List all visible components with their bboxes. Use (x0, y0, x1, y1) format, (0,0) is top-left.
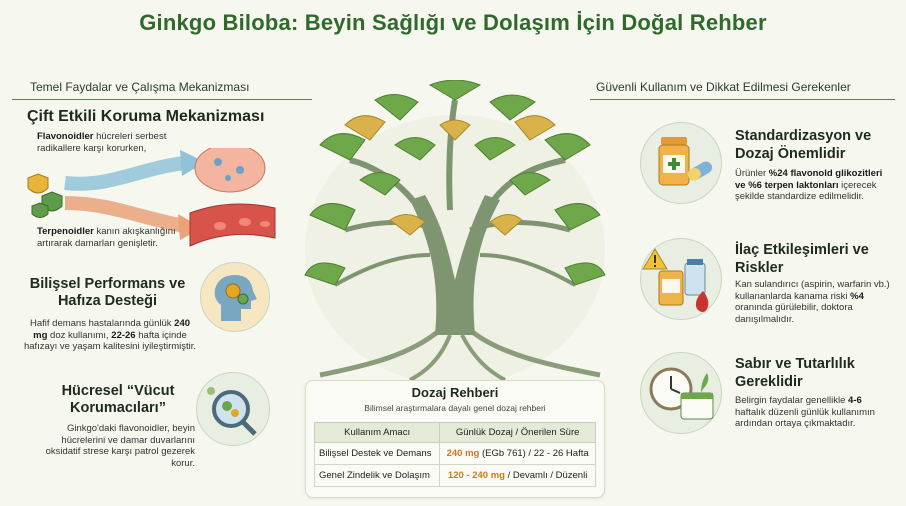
terpenoid-term: Terpenoidler (37, 226, 94, 237)
cognitive-line1-bold: 240 (174, 318, 191, 329)
row-dose-amount: 120 - 240 mg (447, 470, 505, 481)
column-header-purpose: Kullanım Amacı (313, 422, 441, 443)
standardization-line1: Ürünler (735, 168, 769, 179)
standardization-line2-rest: içerecek (838, 179, 877, 191)
interactions-line1: Kan sulandırıcı (aspirin, warfarin vb.) (735, 279, 890, 290)
guards-text: Ginkgo'daki flavonoidler, beyin hücreler… (20, 423, 195, 469)
patience-heading-line2: Gereklidir (735, 374, 803, 390)
dual-mechanism-text2: Terpenoidler kanın akışkanlığını artırar… (37, 226, 187, 249)
guards-line2: hücrelerini ve damar duvarlarını (61, 434, 195, 446)
standardization-text: Ürünler %24 flavonold glikozitleri ve %6… (735, 168, 900, 203)
guards-line3: oksidatif strese karşı patrol gezerek (45, 446, 195, 457)
dual-mechanism-illustration (27, 148, 276, 247)
dual-text2-rest: kanın akışkanlığını (93, 226, 176, 237)
row-dose: 120 - 240 mg / Devamlı / Düzenli (439, 464, 596, 487)
medicine-bottle-icon (640, 122, 722, 204)
table-header-row: Kullanım Amacı Günlük Dozaj / Önerilen S… (313, 422, 596, 443)
dosage-guide-subtitle: Bilimsel araştırmalara dayalı genel doza… (364, 403, 546, 413)
page-title: Ginkgo Biloba: Beyin Sağlığı ve Dolaşım … (139, 10, 767, 35)
interactions-heading-line1: İlaç Etkileşimleri ve (735, 242, 869, 258)
dosage-table: Kullanım Amacı Günlük Dozaj / Önerilen S… (313, 422, 596, 487)
guards-line4: korur. (171, 457, 195, 469)
row-dose-rest: (EGb 761) / 22 - 26 Hafta (479, 448, 589, 459)
patience-heading: Sabır ve Tutarlılık Gereklidir (735, 355, 855, 391)
dosage-guide-title: Dozaj Rehberi (411, 385, 499, 400)
guards-line1: Ginkgo'daki flavonoidler, beyin (66, 423, 195, 434)
guards-heading-line2: Korumacıları” (70, 400, 166, 416)
patience-text: Belirgin faydalar genellikle 4-6 haftalı… (735, 395, 900, 430)
column-header-dose: Günlük Dozaj / Önerilen Süre (439, 422, 596, 443)
interactions-heading-line2: Riskler (735, 260, 784, 276)
cognitive-line2-rest: hafta içinde (135, 329, 187, 341)
patience-line2: haftalık düzenli günlük kullanımın (735, 406, 875, 418)
cognitive-line3: hafızayı ve yaşam kalitesini iyileştirmi… (23, 341, 197, 352)
ginkgo-tree-illustration (304, 80, 606, 380)
magnifier-guards-icon (196, 372, 270, 446)
cognitive-text: Hafif demans hastalarında günlük 240 mg … (20, 318, 200, 353)
dual-text1-rest: hücreleri serbest (93, 131, 167, 142)
dosage-guide-panel: Dozaj Rehberi Bilimsel araştırmalara day… (305, 380, 605, 498)
row-dose-amount: 240 mg (446, 448, 480, 459)
row-dose: 240 mg (EGb 761) / 22 - 26 Hafta (439, 442, 596, 465)
dual-mechanism-text1: Flavonoidler hücreleri serbest radikalle… (37, 131, 177, 154)
cognitive-line1: Hafif demans hastalarında günlük (29, 318, 175, 329)
patience-line1-bold: 4-6 (848, 395, 862, 406)
cognitive-heading-line2: Hafıza Desteği (57, 293, 158, 309)
cognitive-heading: Bilişsel Performans ve Hafıza Desteği (20, 276, 195, 310)
right-section-title: Güvenli Kullanım ve Dikkat Edilmesi Gere… (596, 80, 851, 94)
blood-vessel-icon (189, 203, 276, 247)
cognitive-line2-mid: doz kullanımı, (47, 329, 112, 341)
standardization-heading: Standardizasyon ve Dozaj Önemlidir (735, 127, 871, 163)
interactions-heading: İlaç Etkileşimleri ve Riskler (735, 241, 869, 277)
interactions-line2: kullananlarda kanama riski (735, 290, 851, 302)
table-row: Bilişsel Destek ve Demans 240 mg (EGb 76… (313, 442, 596, 465)
clock-calendar-icon (640, 352, 722, 434)
guards-heading: Hücresel “Vücut Korumacıları” (48, 383, 188, 417)
brain-icon (194, 148, 266, 193)
flavonoid-term: Flavonoidler (37, 131, 94, 142)
left-section-rule (12, 99, 312, 100)
dual-text2-line2: artırarak damarları genişletir. (37, 237, 158, 249)
standardization-heading-line1: Standardizasyon ve (735, 128, 872, 144)
left-section-title: Temel Faydalar ve Çalışma Mekanizması (30, 80, 250, 94)
table-row: Genel Zindelik ve Dolaşım 120 - 240 mg /… (313, 464, 596, 487)
dual-text1-line2: radikallere karşı korurken, (37, 142, 147, 154)
patience-line1: Belirgin faydalar genellikle (735, 395, 849, 406)
standardization-heading-line2: Dozaj Önemlidir (735, 146, 846, 162)
shield-icon (27, 173, 63, 218)
interactions-line3: oranında gürülebilir, doktora (735, 302, 853, 313)
drug-interaction-icon (640, 238, 722, 320)
interactions-text: Kan sulandırıcı (aspirin, warfarin vb.) … (735, 279, 900, 325)
interactions-line4: danışılmalıdır. (735, 313, 795, 325)
standardization-line1-bold: %24 flavonold glikozitleri (768, 168, 883, 179)
guards-heading-line1: Hücresel “Vücut (61, 383, 175, 399)
row-purpose: Bilişsel Destek ve Demans (313, 442, 441, 465)
dual-mechanism-heading: Çift Etkili Koruma Mekanizması (27, 108, 265, 125)
row-dose-rest: / Devamlı / Düzenli (504, 470, 588, 481)
cognitive-line2-bold: mg (33, 329, 48, 341)
patience-heading-line1: Sabır ve Tutarlılık (735, 356, 855, 372)
right-section-rule (590, 99, 895, 100)
cognitive-heading-line1: Bilişsel Performans ve (29, 276, 186, 292)
interactions-line2-bold: %4 (850, 290, 864, 302)
standardization-line2-bold: ve %6 terpen laktonları (735, 179, 839, 191)
standardization-line3: şekilde standardize edilmelidir. (735, 191, 864, 202)
cognitive-line2-bold2: 22-26 (111, 329, 136, 341)
row-purpose: Genel Zindelik ve Dolaşım (313, 464, 441, 487)
head-gears-icon (200, 262, 270, 332)
patience-line3: ardından ortaya çıkmaktadır. (735, 418, 856, 429)
